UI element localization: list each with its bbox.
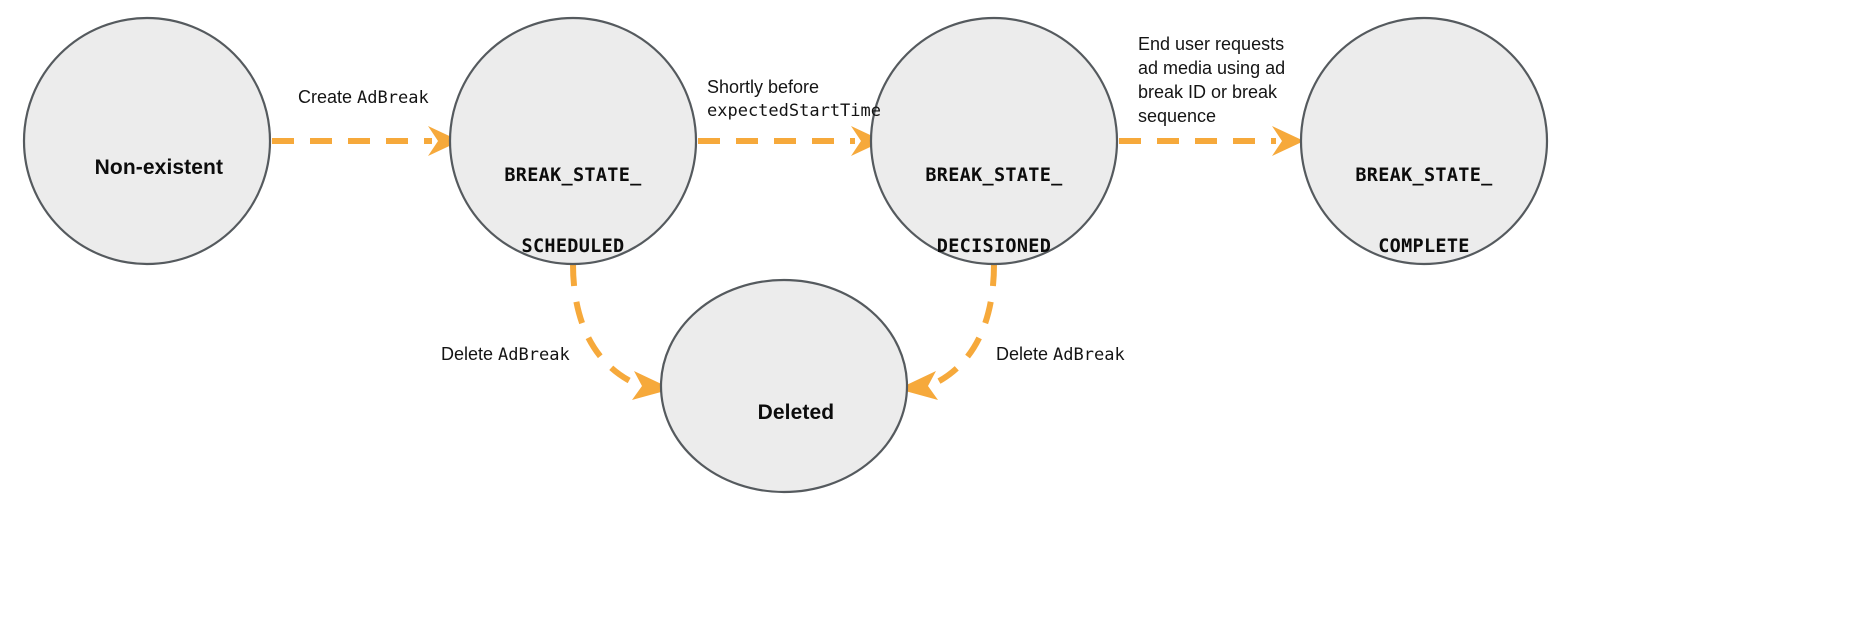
- edge-end-user-requests: [1119, 126, 1304, 156]
- arrow-head-icon: [632, 371, 672, 400]
- edge-shortly-before: [698, 126, 883, 156]
- node-break-state-scheduled[interactable]: [448, 16, 698, 266]
- node-deleted[interactable]: [659, 278, 909, 494]
- edge-delete-from-scheduled: [570, 263, 672, 400]
- node-non-existent[interactable]: [22, 16, 272, 266]
- node-break-state-complete[interactable]: [1299, 16, 1549, 266]
- edge-line: [570, 263, 647, 391]
- arrow-head-icon: [851, 126, 883, 156]
- edge-line: [922, 263, 997, 391]
- arrow-head-icon: [1272, 126, 1304, 156]
- edge-delete-from-decisioned: [898, 263, 997, 400]
- arrow-head-icon: [428, 126, 460, 156]
- node-break-state-decisioned[interactable]: [869, 16, 1119, 266]
- edge-create-adbreak: [272, 126, 460, 156]
- arrow-head-icon: [898, 371, 938, 400]
